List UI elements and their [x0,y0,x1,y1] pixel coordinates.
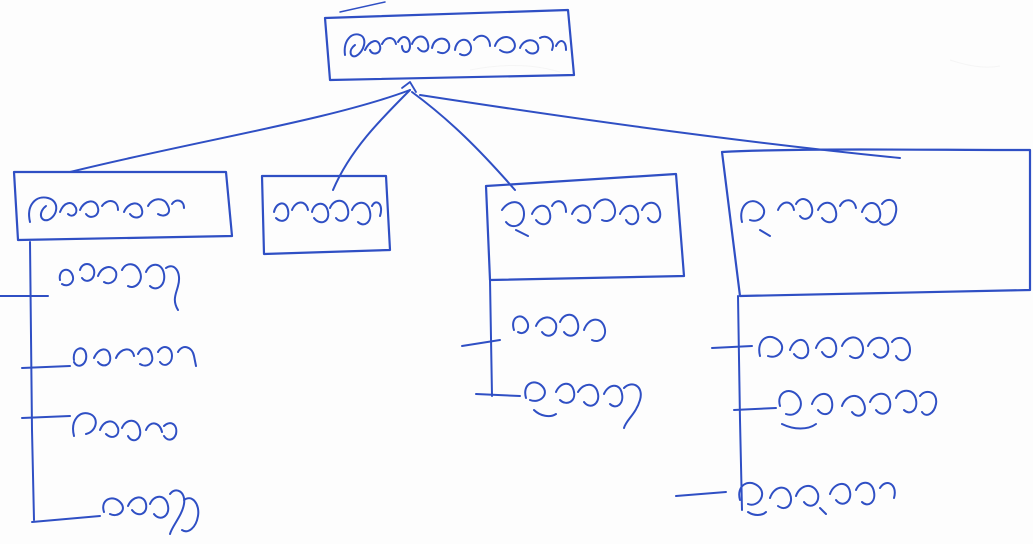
branch-4-child-1-handwriting [758,335,911,362]
branch-1-child-2 [21,346,197,369]
connector-root-to-branch-4 [419,94,901,159]
branch-4-child-3 [675,481,896,516]
connector-root-top-arrow [401,81,417,93]
root-node-pen-stroke [339,1,386,13]
branch-3 [461,172,686,429]
branch-1-child-3-handwriting [72,412,178,442]
branch-4-box [720,148,1032,298]
branch-4-spine [737,295,743,511]
branch-1-child-4-tick [31,515,101,523]
branch-3-box [484,172,686,282]
branch-4-child-1 [711,335,911,362]
branch-1-label-handwriting [28,196,185,223]
branch-1 [0,170,234,535]
branch-3-child-2-handwriting [524,381,642,429]
branch-1-child-3 [21,412,178,442]
branch-1-child-2-handwriting [72,346,197,367]
branch-3-child-1 [461,313,606,347]
branch-1-child-4-handwriting [102,489,200,535]
branch-3-child-2-tick [475,393,521,397]
branch-2 [260,174,392,256]
branch-2-box [260,174,392,256]
connector-root-to-branch-1 [69,89,411,173]
branch-4-child-2-tick [733,407,777,411]
branch-1-child-4 [31,489,200,535]
branch-2-label-handwriting [273,199,382,226]
branch-1-box [12,170,234,242]
branch-1-child-2-tick [21,365,71,369]
connector-root-to-branch-3 [411,91,516,191]
branch-4-child-1-tick [711,345,753,349]
branch-1-child-1 [0,263,180,311]
root-node-box [323,8,576,82]
paper-smudges [469,59,1001,73]
branch-1-child-1-handwriting [58,263,180,311]
branch-3-label-handwriting [501,198,662,237]
root-node-label-handwriting [343,33,567,58]
branch-4-label-handwriting [740,198,898,237]
branch-3-spine [489,279,493,397]
branch-1-spine [29,241,35,521]
root-connectors [69,81,901,191]
root-node [323,1,576,82]
branch-4-child-3-tick [675,491,727,497]
branch-4 [675,148,1032,516]
branch-3-child-1-handwriting [512,313,606,342]
branch-4-child-2 [733,389,938,430]
branch-3-child-2 [475,381,642,429]
branch-4-child-3-handwriting [738,481,896,516]
branch-4-child-2-handwriting [778,389,938,430]
branch-1-child-3-tick [21,415,71,419]
branch-3-child-1-tick [461,339,501,347]
